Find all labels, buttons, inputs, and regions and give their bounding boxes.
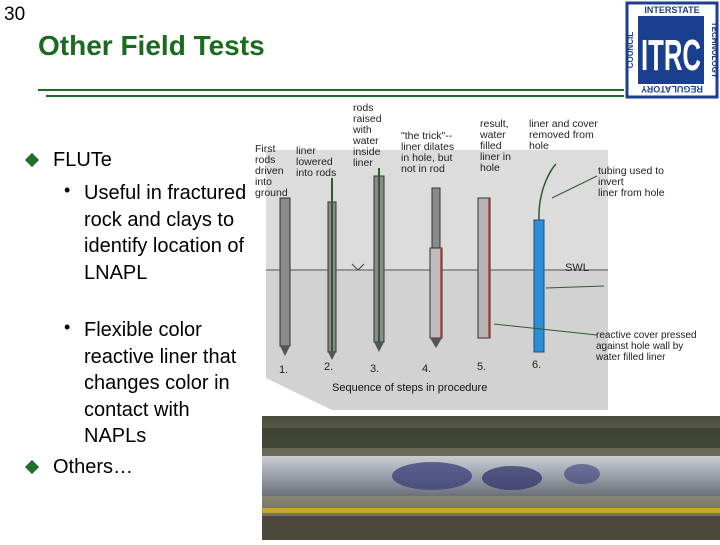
logo-top-text: INTERSTATE	[644, 5, 699, 15]
step-number-2: 2.	[324, 361, 333, 373]
slide-number: 30	[4, 4, 25, 26]
bullet-diamond-icon	[25, 460, 39, 474]
sub-bullet-dot-icon: •	[64, 180, 70, 201]
logo-right-text: TECHNOLOGY	[710, 22, 719, 79]
logo-left-text: COUNCIL	[626, 32, 635, 69]
rod-1	[280, 198, 290, 346]
diagram-caption: Sequence of steps in procedure	[332, 382, 487, 394]
logo-main-text: ITRC	[641, 31, 701, 80]
liner-5	[478, 198, 490, 338]
title-rule-secondary	[46, 95, 698, 97]
bullet-flute: FLUTe	[53, 149, 112, 172]
liner-6-blue	[534, 220, 544, 352]
liner-photo	[262, 416, 720, 540]
step-number-6: 6.	[532, 359, 541, 371]
sub-bullet-dot-icon: •	[64, 317, 70, 338]
itrc-logo: ITRC INTERSTATE REGULATORY TECHNOLOGY CO…	[624, 0, 720, 100]
rod-4	[432, 188, 440, 248]
bullet-others: Others…	[53, 456, 133, 479]
step-number-5: 5.	[477, 361, 486, 373]
sub-bullet-useful: Useful in fractured rock and clays to id…	[84, 180, 254, 286]
step-number-3: 3.	[370, 363, 379, 375]
step-number-1: 1.	[279, 364, 288, 376]
slide-title: Other Field Tests	[38, 30, 265, 62]
bullet-diamond-icon	[25, 153, 39, 167]
logo-bottom-text: REGULATORY	[641, 84, 703, 94]
sub-bullet-flexible: Flexible color reactive liner that chang…	[84, 317, 256, 450]
step-number-4: 4.	[422, 363, 431, 375]
label-swl: SWL	[565, 262, 589, 274]
liner-4-dilated	[430, 248, 442, 338]
title-rule	[38, 89, 698, 91]
